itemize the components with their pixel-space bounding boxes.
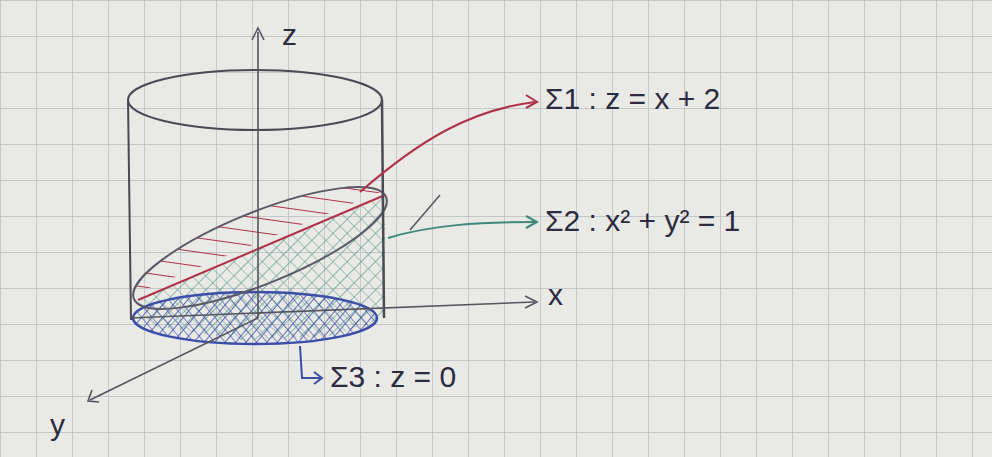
axis-label: x [548,278,563,311]
surface-label: Σ3 : z = 0 [330,360,456,393]
axis-label: z [282,18,297,51]
axis-label: y [50,408,65,441]
surface-label: Σ2 : x² + y² = 1 [545,204,740,237]
surface-label: Σ1 : z = x + 2 [545,82,720,115]
